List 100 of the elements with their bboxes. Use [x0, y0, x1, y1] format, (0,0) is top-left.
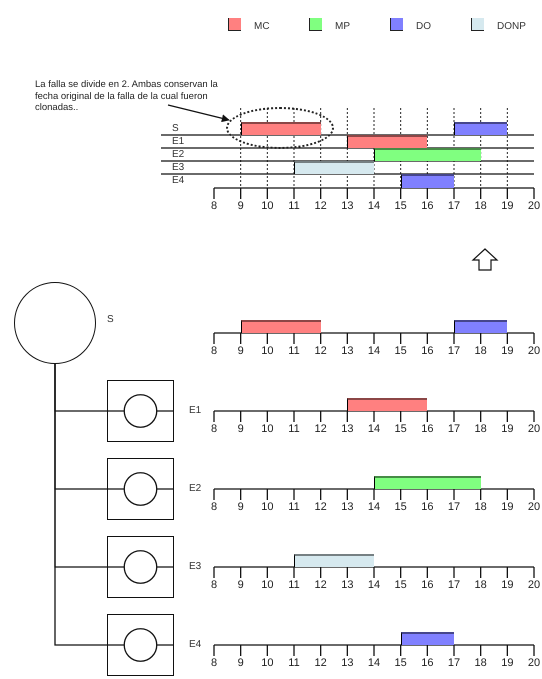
tick-label: 13: [341, 657, 354, 670]
tick-label: 9: [238, 657, 244, 670]
tick-label: 19: [501, 501, 514, 514]
legend-label: MP: [335, 21, 350, 33]
tick-label: 9: [238, 345, 244, 358]
node-caption: E4: [189, 639, 202, 651]
tick-label: 18: [474, 657, 487, 670]
box-symbol: [107, 614, 174, 676]
tick-label: 8: [210, 200, 218, 213]
tick-label: 12: [314, 501, 327, 514]
tick-label: 12: [314, 345, 327, 358]
row-label: S: [172, 123, 179, 135]
row-label: E1: [172, 136, 184, 148]
tick-label: 19: [501, 423, 514, 436]
tick-label: 8: [210, 423, 218, 436]
tick-label: 8: [210, 501, 218, 514]
tick-label: 18: [474, 200, 487, 213]
node-caption: E3: [189, 561, 202, 573]
tick-label: 10: [261, 501, 274, 514]
tick-label: 18: [474, 345, 487, 358]
tick-label: 17: [448, 501, 460, 514]
tick-label: 17: [448, 657, 460, 670]
tick-label: 16: [421, 501, 434, 514]
tick-label: 14: [368, 579, 380, 592]
tick-label: 15: [394, 501, 407, 514]
box-symbol: [107, 458, 174, 520]
tick-label: 13: [341, 501, 354, 514]
tick-label: 8: [210, 345, 218, 358]
tick-label: 13: [341, 200, 354, 213]
tick-label: 16: [421, 657, 434, 670]
tick-label: 12: [314, 657, 327, 670]
legend-label: MC: [254, 21, 270, 33]
annotation-text: La falla se divide en 2. Ambas conservan la fecha original de la falla de la cual fueron clonadas..: [35, 79, 220, 115]
node-caption: E2: [189, 483, 202, 495]
tick-label: 10: [261, 657, 274, 670]
tick-label: 13: [341, 423, 354, 436]
tick-label: 14: [368, 200, 380, 213]
tick-label: 18: [474, 501, 487, 514]
row-label: E3: [172, 162, 184, 174]
tick-label: 13: [341, 345, 354, 358]
tick-label: 16: [421, 345, 434, 358]
tick-label: 20: [528, 345, 540, 358]
node-caption: E1: [189, 405, 202, 417]
tick-label: 17: [448, 200, 460, 213]
tick-label: 17: [448, 423, 460, 436]
tick-label: 17: [448, 579, 460, 592]
box-symbol: [107, 380, 174, 442]
tick-label: 8: [210, 579, 218, 592]
tick-label: 14: [368, 423, 380, 436]
tick-label: 12: [314, 579, 327, 592]
tick-label: 20: [528, 501, 540, 514]
tick-label: 19: [501, 345, 514, 358]
tick-label: 14: [368, 657, 380, 670]
tick-label: 15: [394, 200, 407, 213]
tick-label: 9: [238, 501, 244, 514]
tick-label: 11: [288, 423, 300, 436]
tick-label: 19: [501, 200, 514, 213]
box-symbol: [107, 536, 174, 598]
tick-label: 20: [528, 657, 540, 670]
tick-label: 11: [288, 657, 300, 670]
tick-label: 16: [421, 423, 434, 436]
tick-label: 14: [368, 501, 380, 514]
tick-label: 15: [394, 657, 407, 670]
tick-label: 9: [238, 423, 244, 436]
tick-label: 18: [474, 423, 487, 436]
tick-label: 15: [394, 345, 407, 358]
tick-label: 15: [394, 423, 407, 436]
tick-label: 12: [314, 423, 327, 436]
tick-label: 19: [501, 579, 514, 592]
tick-label: 9: [238, 579, 244, 592]
tick-label: 10: [261, 579, 274, 592]
tick-label: 19: [501, 657, 514, 670]
tick-label: 10: [261, 345, 274, 358]
node-caption: S: [107, 314, 114, 326]
tick-label: 11: [288, 345, 300, 358]
tick-label: 11: [288, 579, 300, 592]
tick-label: 11: [288, 200, 300, 213]
tick-label: 11: [288, 501, 300, 514]
tick-label: 14: [368, 345, 380, 358]
dotted-ellipse: [226, 107, 334, 149]
tick-label: 10: [261, 423, 274, 436]
circle-symbol: [14, 282, 96, 364]
tick-label: 15: [394, 579, 407, 592]
tick-label: 16: [421, 579, 434, 592]
tick-label: 12: [314, 200, 327, 213]
tick-label: 20: [528, 423, 540, 436]
tick-label: 9: [238, 200, 244, 213]
tick-label: 8: [210, 657, 218, 670]
row-label: E4: [172, 175, 184, 187]
tick-label: 13: [341, 579, 354, 592]
row-label: E2: [172, 149, 184, 161]
connector-line: [54, 364, 107, 646]
tick-label: 18: [474, 579, 487, 592]
legend-label: DO: [416, 21, 431, 33]
legend-label: DONP: [497, 21, 526, 33]
tick-label: 20: [528, 579, 540, 592]
tick-label: 16: [421, 200, 434, 213]
tick-label: 20: [528, 200, 540, 213]
arrow: [168, 104, 230, 122]
tick-label: 10: [261, 200, 274, 213]
